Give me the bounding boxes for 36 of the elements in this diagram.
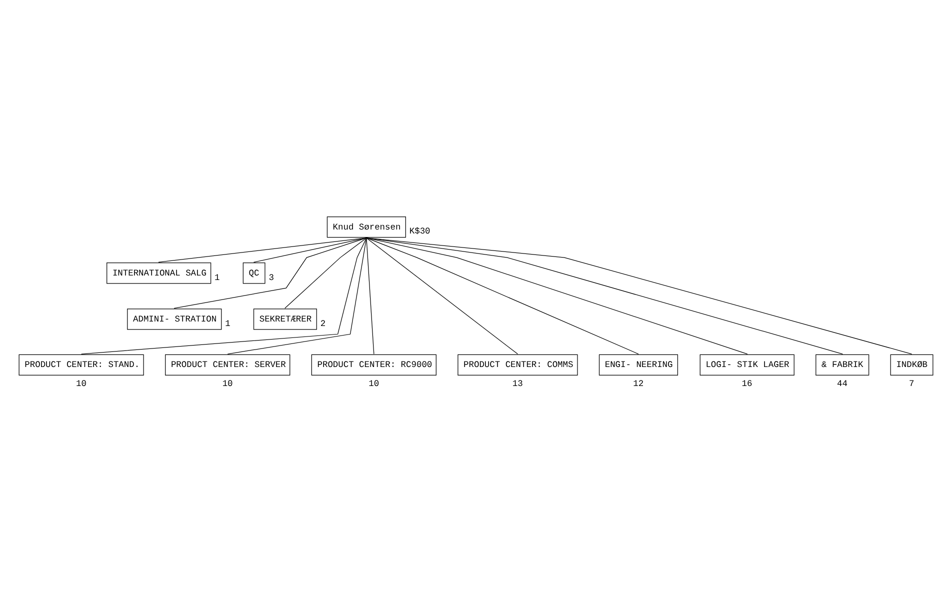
node-label: 12 <box>632 378 644 389</box>
connector <box>158 238 366 263</box>
connector <box>226 238 366 354</box>
node-box: PRODUCT CENTER: RC9000 <box>310 354 436 376</box>
node-box: INTERNATIONAL SALG <box>106 262 211 284</box>
node-box: ENGI- NEERING <box>598 354 678 376</box>
node-label: 13 <box>512 378 522 389</box>
node-label: 1 <box>224 318 230 329</box>
node-box: SEKRETÆRER <box>252 308 316 330</box>
node-label: 10 <box>222 378 232 389</box>
connector <box>284 238 366 309</box>
connector <box>80 238 366 354</box>
connector <box>366 238 638 354</box>
node-label: K$30 <box>408 226 430 237</box>
node-box: INDKØB <box>890 354 933 376</box>
node-box: PRODUCT CENTER: STAND. <box>18 354 144 376</box>
node-label: 2 <box>320 318 326 329</box>
node-label: 10 <box>76 378 86 389</box>
node-label: 7 <box>908 378 914 389</box>
node-box: Knud Sørensen <box>326 216 406 238</box>
connector <box>366 238 518 354</box>
node-label: 44 <box>836 378 848 389</box>
connector <box>366 238 748 354</box>
connector <box>173 238 366 309</box>
node-label: 16 <box>741 378 752 389</box>
connector <box>252 238 366 263</box>
node-box: LOGI- STIK LAGER <box>699 354 794 376</box>
node-label: 1 <box>214 272 220 283</box>
node-label: 10 <box>368 378 379 389</box>
node-box: & FABRIK <box>815 354 869 376</box>
node-box: PRODUCT CENTER: SERVER <box>164 354 290 376</box>
node-box: ADMINI- STRATION <box>126 308 222 330</box>
node-box: QC <box>242 262 265 284</box>
node-label: 3 <box>268 272 274 283</box>
connector <box>366 238 374 354</box>
node-box: PRODUCT CENTER: COMMS <box>457 354 578 376</box>
